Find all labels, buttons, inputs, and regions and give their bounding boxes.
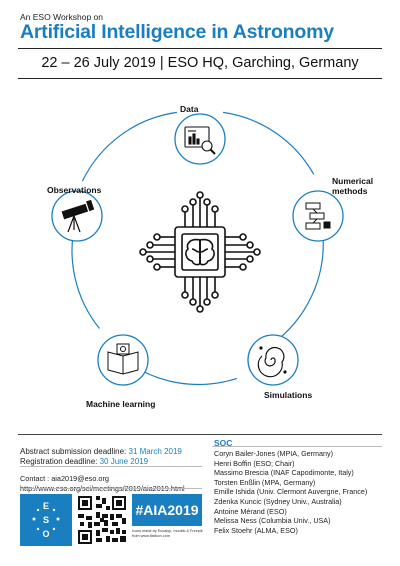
node-label-simulations: Simulations — [264, 390, 313, 400]
workshop-kicker: An ESO Workshop on — [20, 12, 103, 22]
node-label-machine-learning: Machine learning — [86, 399, 156, 409]
soc-member: Torsten Enßlin (MPA, Germany) — [214, 477, 316, 487]
divider-top — [18, 48, 382, 49]
soc-member: Coryn Bailer-Jones (MPIA, Germany) — [214, 449, 334, 458]
eso-logo-letter-s: S — [43, 515, 49, 525]
node-label-observations: Observations — [47, 185, 102, 195]
node-label-data: Data — [180, 104, 199, 114]
hashtag-badge: #AIA2019 — [132, 494, 202, 526]
node-label-numerical-line1: Numerical — [332, 176, 374, 186]
node-label-numerical-line2: methods — [332, 186, 368, 196]
page-title: Artificial Intelligence in Astronomy — [20, 21, 334, 43]
node-numerical-methods — [292, 190, 344, 242]
abstract-deadline-label: Abstract submission deadline: — [20, 447, 129, 456]
divider-contact — [20, 488, 202, 489]
soc-member: Antoine Mérand (ESO) — [214, 506, 287, 516]
flowchart-icon — [305, 202, 331, 230]
registration-deadline: Registration deadline: 30 June 2019 — [20, 457, 182, 467]
deadlines: Abstract submission deadline: 31 March 2… — [20, 447, 182, 467]
soc-member: Emille Ishida (Univ. Clermont Auvergne, … — [214, 487, 368, 497]
soc-member: Henri Boffin (ESO; Chair) — [214, 458, 295, 468]
soc-member: Zdenka Kuncic (Sydney Univ., Australia) — [214, 496, 342, 506]
node-simulations — [247, 334, 299, 386]
eso-logo-letter-e: E — [43, 501, 49, 511]
divider-footer — [18, 434, 382, 435]
abstract-deadline-date: 31 March 2019 — [128, 447, 182, 456]
divider-mid — [18, 78, 382, 79]
divider-deadlines — [20, 466, 202, 467]
contact-block: Contact : aia2019@eso.org http://www.eso… — [20, 474, 185, 493]
registration-deadline-label: Registration deadline: — [20, 457, 100, 466]
galaxy-icon — [257, 346, 287, 378]
abstract-deadline: Abstract submission deadline: 31 March 2… — [20, 447, 182, 457]
node-data — [174, 113, 226, 165]
event-dates-location: 22 – 26 July 2019 | ESO HQ, Garching, Ge… — [41, 55, 359, 71]
node-machine-learning — [97, 334, 149, 386]
soc-member-list: Coryn Bailer-Jones (MPIA, Germany) Henri… — [214, 449, 367, 535]
node-label-numerical-methods: Numerical methods — [332, 176, 392, 196]
qr-code-icon[interactable] — [76, 494, 128, 546]
node-observations — [51, 190, 103, 242]
eso-logo: E S O — [20, 494, 72, 546]
registration-deadline-date: 30 June 2019 — [99, 457, 149, 466]
telescope-icon — [61, 199, 95, 233]
contact-email[interactable]: Contact : aia2019@eso.org — [20, 474, 109, 483]
eso-logo-letter-o: O — [42, 529, 49, 539]
soc-member: Massimo Brescia (INAF Capodimonte, Italy… — [214, 468, 354, 478]
icon-credits: Icons made by Eucalyp, monkik & Freepik … — [132, 529, 203, 538]
divider-soc — [212, 446, 382, 447]
soc-member: Melissa Ness (Columbia Univ., USA) — [214, 516, 331, 526]
data-analysis-icon — [184, 126, 216, 155]
book-icon — [107, 343, 139, 375]
soc-title: SOC — [214, 438, 233, 448]
workshop-diagram — [51, 111, 344, 386]
soc-member: Felix Stoehr (ALMA, ESO) — [214, 525, 298, 535]
brain-chip-icon — [139, 191, 261, 313]
